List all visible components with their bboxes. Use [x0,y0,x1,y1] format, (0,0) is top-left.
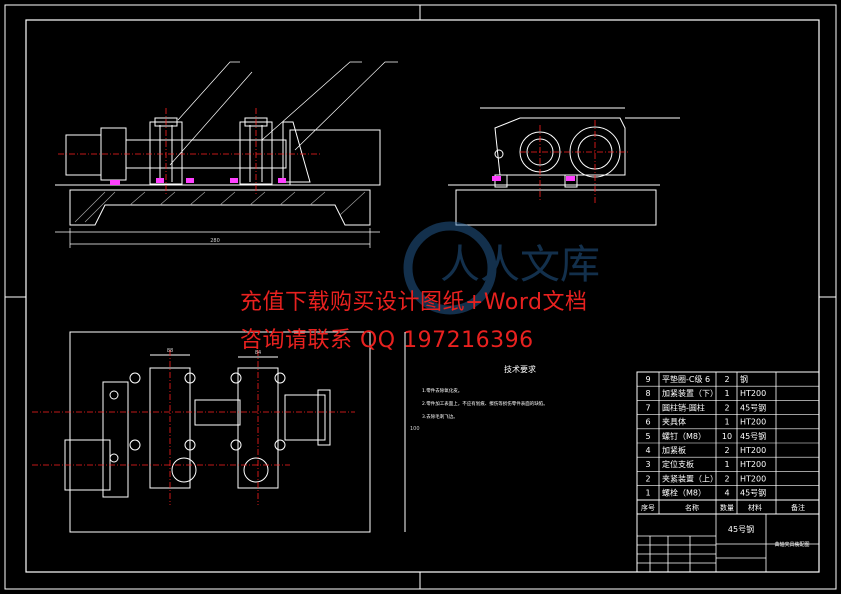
side-height-dimension: 100 [410,426,420,432]
bom-cell-name: 螺栓（M8） [662,488,706,498]
bom-cell-material: HT200 [740,460,766,469]
bom-row: 3 定位支板 1 HT200 [637,459,819,472]
bom-cell-qty: 2 [724,446,729,455]
bom-cell-no: 5 [645,432,650,441]
bom-cell-qty: 2 [724,403,729,412]
bom-row: 6 夹具体 1 HT200 [637,417,819,430]
bom-cell-no: 7 [645,403,650,412]
bom-cell-no: 2 [645,474,650,483]
side-foot-right [564,174,578,188]
side-base [455,189,657,226]
bom-header-material: 材料 [748,503,762,512]
top-end-plate [317,389,331,446]
side-clamp-body [494,117,626,176]
bom-cell-name: 定位支板 [662,459,694,469]
bom-header-remark: 备注 [791,503,805,512]
bom-cell-no: 9 [645,375,650,384]
clamp-nut-right [244,117,268,127]
bom-header-qty: 数量 [720,503,734,512]
tech-requirements-title: 技术要求 [504,364,536,374]
shaft-flange [65,134,102,176]
bom-cell-qty: 2 [724,474,729,483]
bom-cell-no: 4 [645,446,650,455]
top-shaft-slot [194,399,241,426]
bom-cell-qty: 1 [724,418,729,427]
bom-cell-name: 加紧装置（下） [662,388,718,398]
tech-req-item-3: 3.去除毛刺飞边。 [422,413,458,420]
bom-cell-no: 3 [645,460,650,469]
title-block-drawing-name: 曲轴夹具装配图 [774,541,809,548]
bom-cell-material: 钢 [740,374,748,384]
bom-cell-name: 平垫圈-C级 6 [662,374,710,384]
leader-lines [55,61,398,248]
bom-header-name: 名称 [685,503,699,512]
top-end-block [284,394,326,441]
tech-req-item-2: 2.零件加工表面上，不应有划痕、擦伤等损伤零件表面的缺陷。 [422,400,548,407]
bom-row: 9 平垫圈-C级 6 2 钢 [637,374,819,387]
locating-plate [282,121,311,183]
watermark-logo: 人人文库 [403,221,600,315]
bom-cell-material: 45号钢 [740,402,766,412]
bom-cell-name: 夹紧装置（上） [662,473,718,483]
watermark-line-1: 充值下载购买设计图纸+Word文档 [240,290,588,315]
top-view-centerlines [32,350,355,505]
bom-row: 2 夹紧装置（上） 2 HT200 [637,473,819,486]
bom-row: 5 螺钉（M8） 10 45号钢 [637,431,819,444]
front-view [55,117,381,226]
title-block-material: 45号钢 [728,524,754,534]
bom-cell-material: HT200 [740,418,766,427]
bom-cell-material: 45号钢 [740,431,766,441]
bom-row: 7 圆柱销-圆柱 2 45号钢 [637,402,819,415]
bom-cell-no: 6 [645,418,650,427]
bom-cell-qty: 4 [724,489,729,498]
hatch-lines [74,191,366,223]
bom-cell-no: 1 [645,489,650,498]
side-pin [494,149,504,159]
front-view-centerlines [58,108,320,195]
svg-text:人人文库: 人人文库 [440,242,600,288]
bom-row: 1 螺栓（M8） 4 45号钢 [637,488,819,501]
bom-cell-name: 加紧板 [662,445,686,455]
bom-cell-qty: 1 [724,460,729,469]
front-overall-dimension: 280 [210,238,220,244]
top-view [64,331,406,533]
bom-cell-qty: 1 [724,389,729,398]
side-view [448,107,680,226]
bom-cell-qty: 2 [724,375,729,384]
fixture-body-section [69,189,371,226]
bom-cell-material: HT200 [740,446,766,455]
inner-frame [25,19,820,573]
side-view-centerlines [520,120,630,205]
front-view-bolt-highlights [110,178,286,185]
bom-cell-material: 45号钢 [740,488,766,498]
bom-cell-material: HT200 [740,474,766,483]
clamp-nut-left [154,117,178,127]
bom-cell-name: 螺钉（M8） [662,431,706,441]
bom-cell-name: 夹具体 [662,417,686,427]
bom-cell-no: 8 [645,389,650,398]
centering-marks [5,5,836,589]
top-width-dimension-2: 84 [255,350,261,356]
watermark-line-2: 咨询请联系 QQ 197216396 [240,328,534,353]
side-view-bolt-highlights [492,176,575,181]
top-base-outline [69,331,371,533]
bom-row: 4 加紧板 2 HT200 [637,445,819,458]
bom-cell-qty: 10 [722,432,732,441]
bom-header: 序号 名称 数量 材料 备注 [637,499,819,512]
tech-req-item-1: 1.零件去除氧化皮。 [422,387,462,394]
bom-cell-material: HT200 [740,389,766,398]
bom-cell-name: 圆柱销-圆柱 [662,402,705,412]
title-block [636,513,820,573]
bom-row: 8 加紧装置（下） 1 HT200 [637,388,819,401]
top-width-dimension-1: 88 [167,348,173,354]
bom-header-no: 序号 [641,503,655,512]
